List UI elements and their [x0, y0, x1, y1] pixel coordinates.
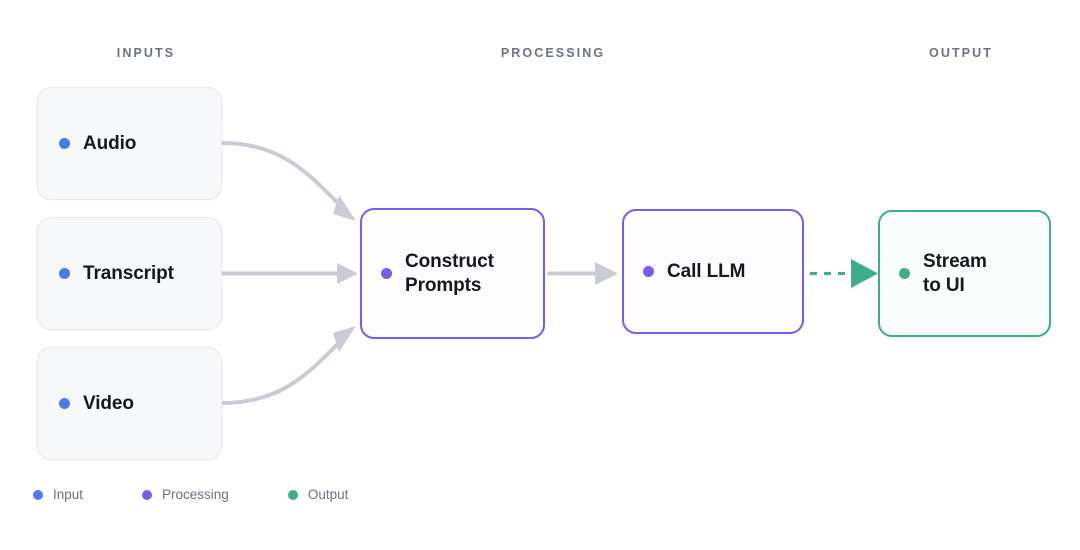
- arrowhead-video-to-construct: [333, 326, 356, 352]
- node-construct-prompts-label: Construct Prompts: [405, 250, 494, 296]
- column-header-output: OUTPUT: [929, 46, 993, 60]
- node-call-llm[interactable]: Call LLM: [622, 209, 804, 334]
- legend-item-processing: Processing: [142, 487, 229, 502]
- node-transcript-label: Transcript: [83, 262, 174, 284]
- node-audio[interactable]: Audio: [37, 87, 222, 200]
- node-stream-to-ui-label: Stream to UI: [923, 250, 987, 296]
- status-dot-output: [899, 268, 910, 279]
- legend: Input Processing Output: [33, 487, 348, 502]
- status-dot-input: [59, 138, 70, 149]
- status-dot-processing: [381, 268, 392, 279]
- edge-audio-to-construct: [220, 141, 346, 211]
- node-construct-prompts[interactable]: Construct Prompts: [360, 208, 545, 339]
- node-call-llm-label: Call LLM: [667, 260, 746, 282]
- legend-label-input: Input: [53, 487, 84, 502]
- legend-dot-processing: [142, 489, 153, 500]
- status-dot-input: [59, 398, 70, 409]
- legend-item-input: Input: [33, 487, 83, 502]
- node-stream-to-ui[interactable]: Stream to UI: [878, 210, 1051, 337]
- column-header-inputs: INPUTS: [116, 46, 176, 60]
- legend-dot-input: [33, 489, 43, 500]
- legend-item-output: Output: [287, 487, 349, 502]
- node-video[interactable]: Video: [37, 347, 222, 460]
- legend-dot-output: [287, 489, 298, 500]
- arrowhead-transcript-to-construct: [337, 263, 358, 284]
- arrowhead-callllm-to-stream: [851, 259, 878, 288]
- legend-label-processing: Processing: [162, 487, 229, 502]
- node-transcript[interactable]: Transcript: [37, 217, 222, 330]
- arrowhead-audio-to-construct: [333, 195, 356, 221]
- arrowhead-construct-to-callllm: [595, 262, 618, 285]
- node-video-label: Video: [83, 392, 134, 414]
- status-dot-processing: [643, 266, 654, 277]
- node-audio-label: Audio: [83, 132, 137, 154]
- status-dot-input: [59, 268, 70, 279]
- legend-label-output: Output: [307, 487, 349, 502]
- edge-video-to-construct: [220, 336, 346, 405]
- column-header-processing: PROCESSING: [500, 46, 606, 60]
